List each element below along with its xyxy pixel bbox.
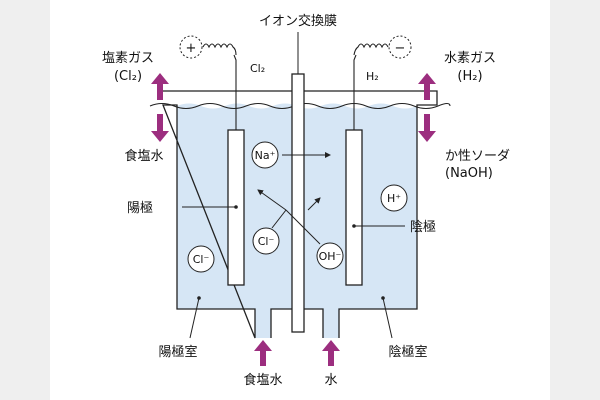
naoh-formula: (NaOH) <box>445 166 493 181</box>
chloride-ion-center-label: Cl⁻ <box>258 235 275 248</box>
cathode-wire <box>353 54 357 130</box>
chloride-ion-left-label: Cl⁻ <box>193 253 210 266</box>
flow-arrows <box>151 73 436 366</box>
anode-leader-dot <box>234 205 238 209</box>
chloride-ion-center-circle <box>252 227 280 255</box>
cathode-electrode <box>345 129 363 286</box>
cathode-coil <box>353 43 389 56</box>
cl-oh-to-anode-arrow <box>257 189 287 211</box>
cl-link-line <box>271 209 287 229</box>
sodium-ion-label: Na⁺ <box>255 149 276 162</box>
hydrogen-ion-label: H⁺ <box>387 192 401 205</box>
cathode-chamber-dot <box>381 296 385 300</box>
positive-terminal-icon <box>179 35 203 59</box>
anode-chamber-leader-line <box>189 297 200 339</box>
oh-link-line <box>285 209 321 245</box>
hydroxide-ion-label: OH⁻ <box>319 250 342 263</box>
anode-gas-label: Cl₂ <box>250 62 265 75</box>
brine-inlet-label: 食塩水 <box>243 372 282 388</box>
anode-coil <box>202 43 237 56</box>
brine-in-arrow-icon <box>254 340 272 366</box>
sodium-ion-circle <box>251 141 279 169</box>
negative-sign: − <box>395 41 406 56</box>
water-inlet-label: 水 <box>324 373 337 388</box>
brine-out-label: 食塩水 <box>124 148 163 164</box>
positive-sign: + <box>186 41 197 56</box>
chlorine-gas-label: 塩素ガス <box>102 51 154 66</box>
cathode-leader-dot <box>352 224 356 228</box>
diagram-title: イオン交換膜 <box>259 13 337 29</box>
oh-to-membrane-arrow <box>307 197 321 211</box>
hydrogen-ion-circle <box>380 184 408 212</box>
chlorine-gas-formula: (Cl₂) <box>114 69 142 84</box>
anode-chamber-dot <box>197 296 201 300</box>
water-in-arrow-icon <box>322 340 340 366</box>
cathode-chamber-leader-line <box>382 297 393 339</box>
cathode-chamber-label: 陰極室 <box>388 344 427 360</box>
hydroxide-ion-circle <box>316 242 344 270</box>
cathode-label: 陰極 <box>410 219 436 235</box>
anode-chamber-label: 陽極室 <box>158 344 197 360</box>
chloride-ion-left-circle <box>187 245 215 273</box>
hydrogen-gas-formula: (H₂) <box>457 69 482 84</box>
hydrogen-gas-label: 水素ガス <box>444 51 496 66</box>
cathode-gas-label: H₂ <box>366 70 379 83</box>
hydrogen-out-arrow-icon <box>418 73 436 100</box>
brine-out-arrow-icon <box>151 114 169 142</box>
naoh-label: か性ソーダ <box>445 149 510 164</box>
ion-exchange-membrane <box>291 73 305 333</box>
negative-terminal-icon <box>388 35 412 59</box>
chlorine-out-arrow-icon <box>151 73 169 100</box>
anode-label: 陽極 <box>127 200 153 216</box>
liquid-surface <box>149 102 451 110</box>
anode-wire <box>233 54 237 130</box>
naoh-out-arrow-icon <box>418 114 436 142</box>
